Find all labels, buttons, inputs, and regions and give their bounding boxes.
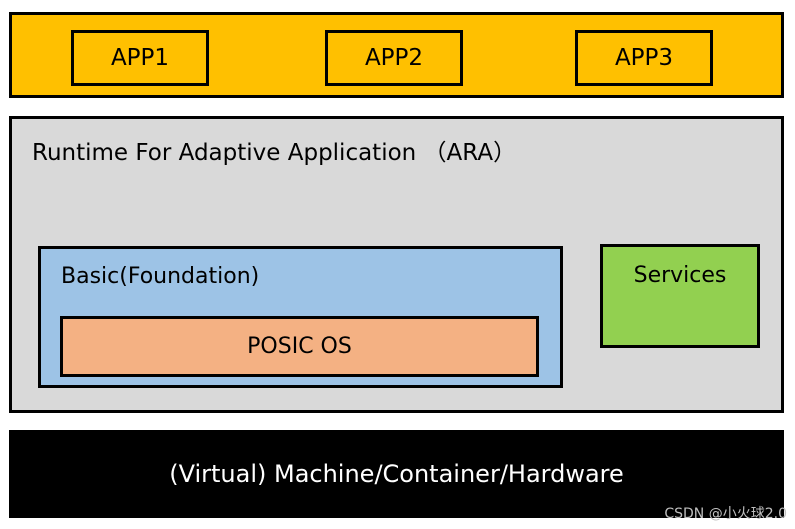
app1-box: APP1 bbox=[71, 30, 209, 86]
ara-runtime-layer: Runtime For Adaptive Application （ARA） B… bbox=[9, 116, 784, 413]
application-layer: APP1 APP2 APP3 bbox=[9, 12, 784, 98]
basic-foundation-box: Basic(Foundation) POSIC OS bbox=[38, 246, 563, 388]
ara-title: Runtime For Adaptive Application （ARA） bbox=[32, 140, 517, 166]
app2-box: APP2 bbox=[325, 30, 463, 86]
app3-box: APP3 bbox=[575, 30, 713, 86]
hardware-layer: (Virtual) Machine/Container/Hardware bbox=[9, 430, 784, 518]
basic-foundation-title: Basic(Foundation) bbox=[61, 264, 260, 289]
services-box: Services bbox=[600, 244, 760, 348]
services-title: Services bbox=[633, 263, 727, 288]
csdn-watermark: CSDN @小火球2.0 bbox=[664, 506, 787, 522]
hardware-title: (Virtual) Machine/Container/Hardware bbox=[169, 460, 624, 488]
posic-os-box: POSIC OS bbox=[60, 316, 539, 377]
